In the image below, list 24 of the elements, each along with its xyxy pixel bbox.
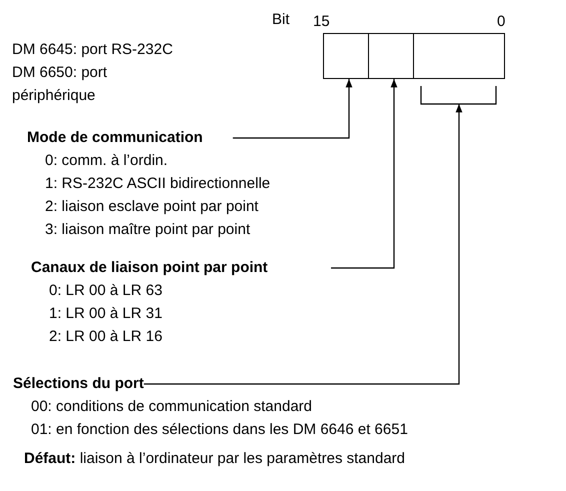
bit-label: Bit bbox=[272, 10, 290, 30]
bit-number: 0 bbox=[497, 12, 506, 32]
leader-arrow bbox=[331, 79, 398, 269]
section-heading: Canaux de liaison point par point bbox=[31, 258, 269, 278]
option-text: 3: liaison maître point par point bbox=[44, 220, 252, 240]
register-note: DM 6645: port RS-232C bbox=[12, 40, 173, 60]
register-digit-box bbox=[413, 33, 505, 79]
register-note: DM 6650: port périphérique bbox=[12, 63, 108, 106]
option-text: 00: conditions de communication standard bbox=[30, 397, 314, 417]
default-note: Défaut: liaison à l’ordinateur par les paramètres standard bbox=[24, 449, 406, 469]
leader-arrow bbox=[232, 79, 352, 139]
option-text: 01: en fonction des sélections dans les DM 6646 et 6651 bbox=[30, 420, 409, 440]
leader-arrow bbox=[144, 104, 462, 385]
bit-number: 15 bbox=[313, 12, 330, 32]
option-text: 0: LR 00 à LR 63 bbox=[48, 281, 164, 301]
section-heading: Sélections du port bbox=[13, 374, 144, 394]
section-heading: Mode de communication bbox=[27, 128, 203, 148]
register-digit-box bbox=[323, 33, 369, 79]
option-text: 0: comm. à l’ordin. bbox=[44, 151, 169, 171]
option-text: 1: RS-232C ASCII bidirectionnelle bbox=[44, 174, 272, 194]
register-digit-box bbox=[368, 33, 414, 79]
option-text: 2: LR 00 à LR 16 bbox=[48, 327, 164, 347]
option-text: 1: LR 00 à LR 31 bbox=[48, 304, 164, 324]
option-text: 2: liaison esclave point par point bbox=[44, 197, 260, 217]
